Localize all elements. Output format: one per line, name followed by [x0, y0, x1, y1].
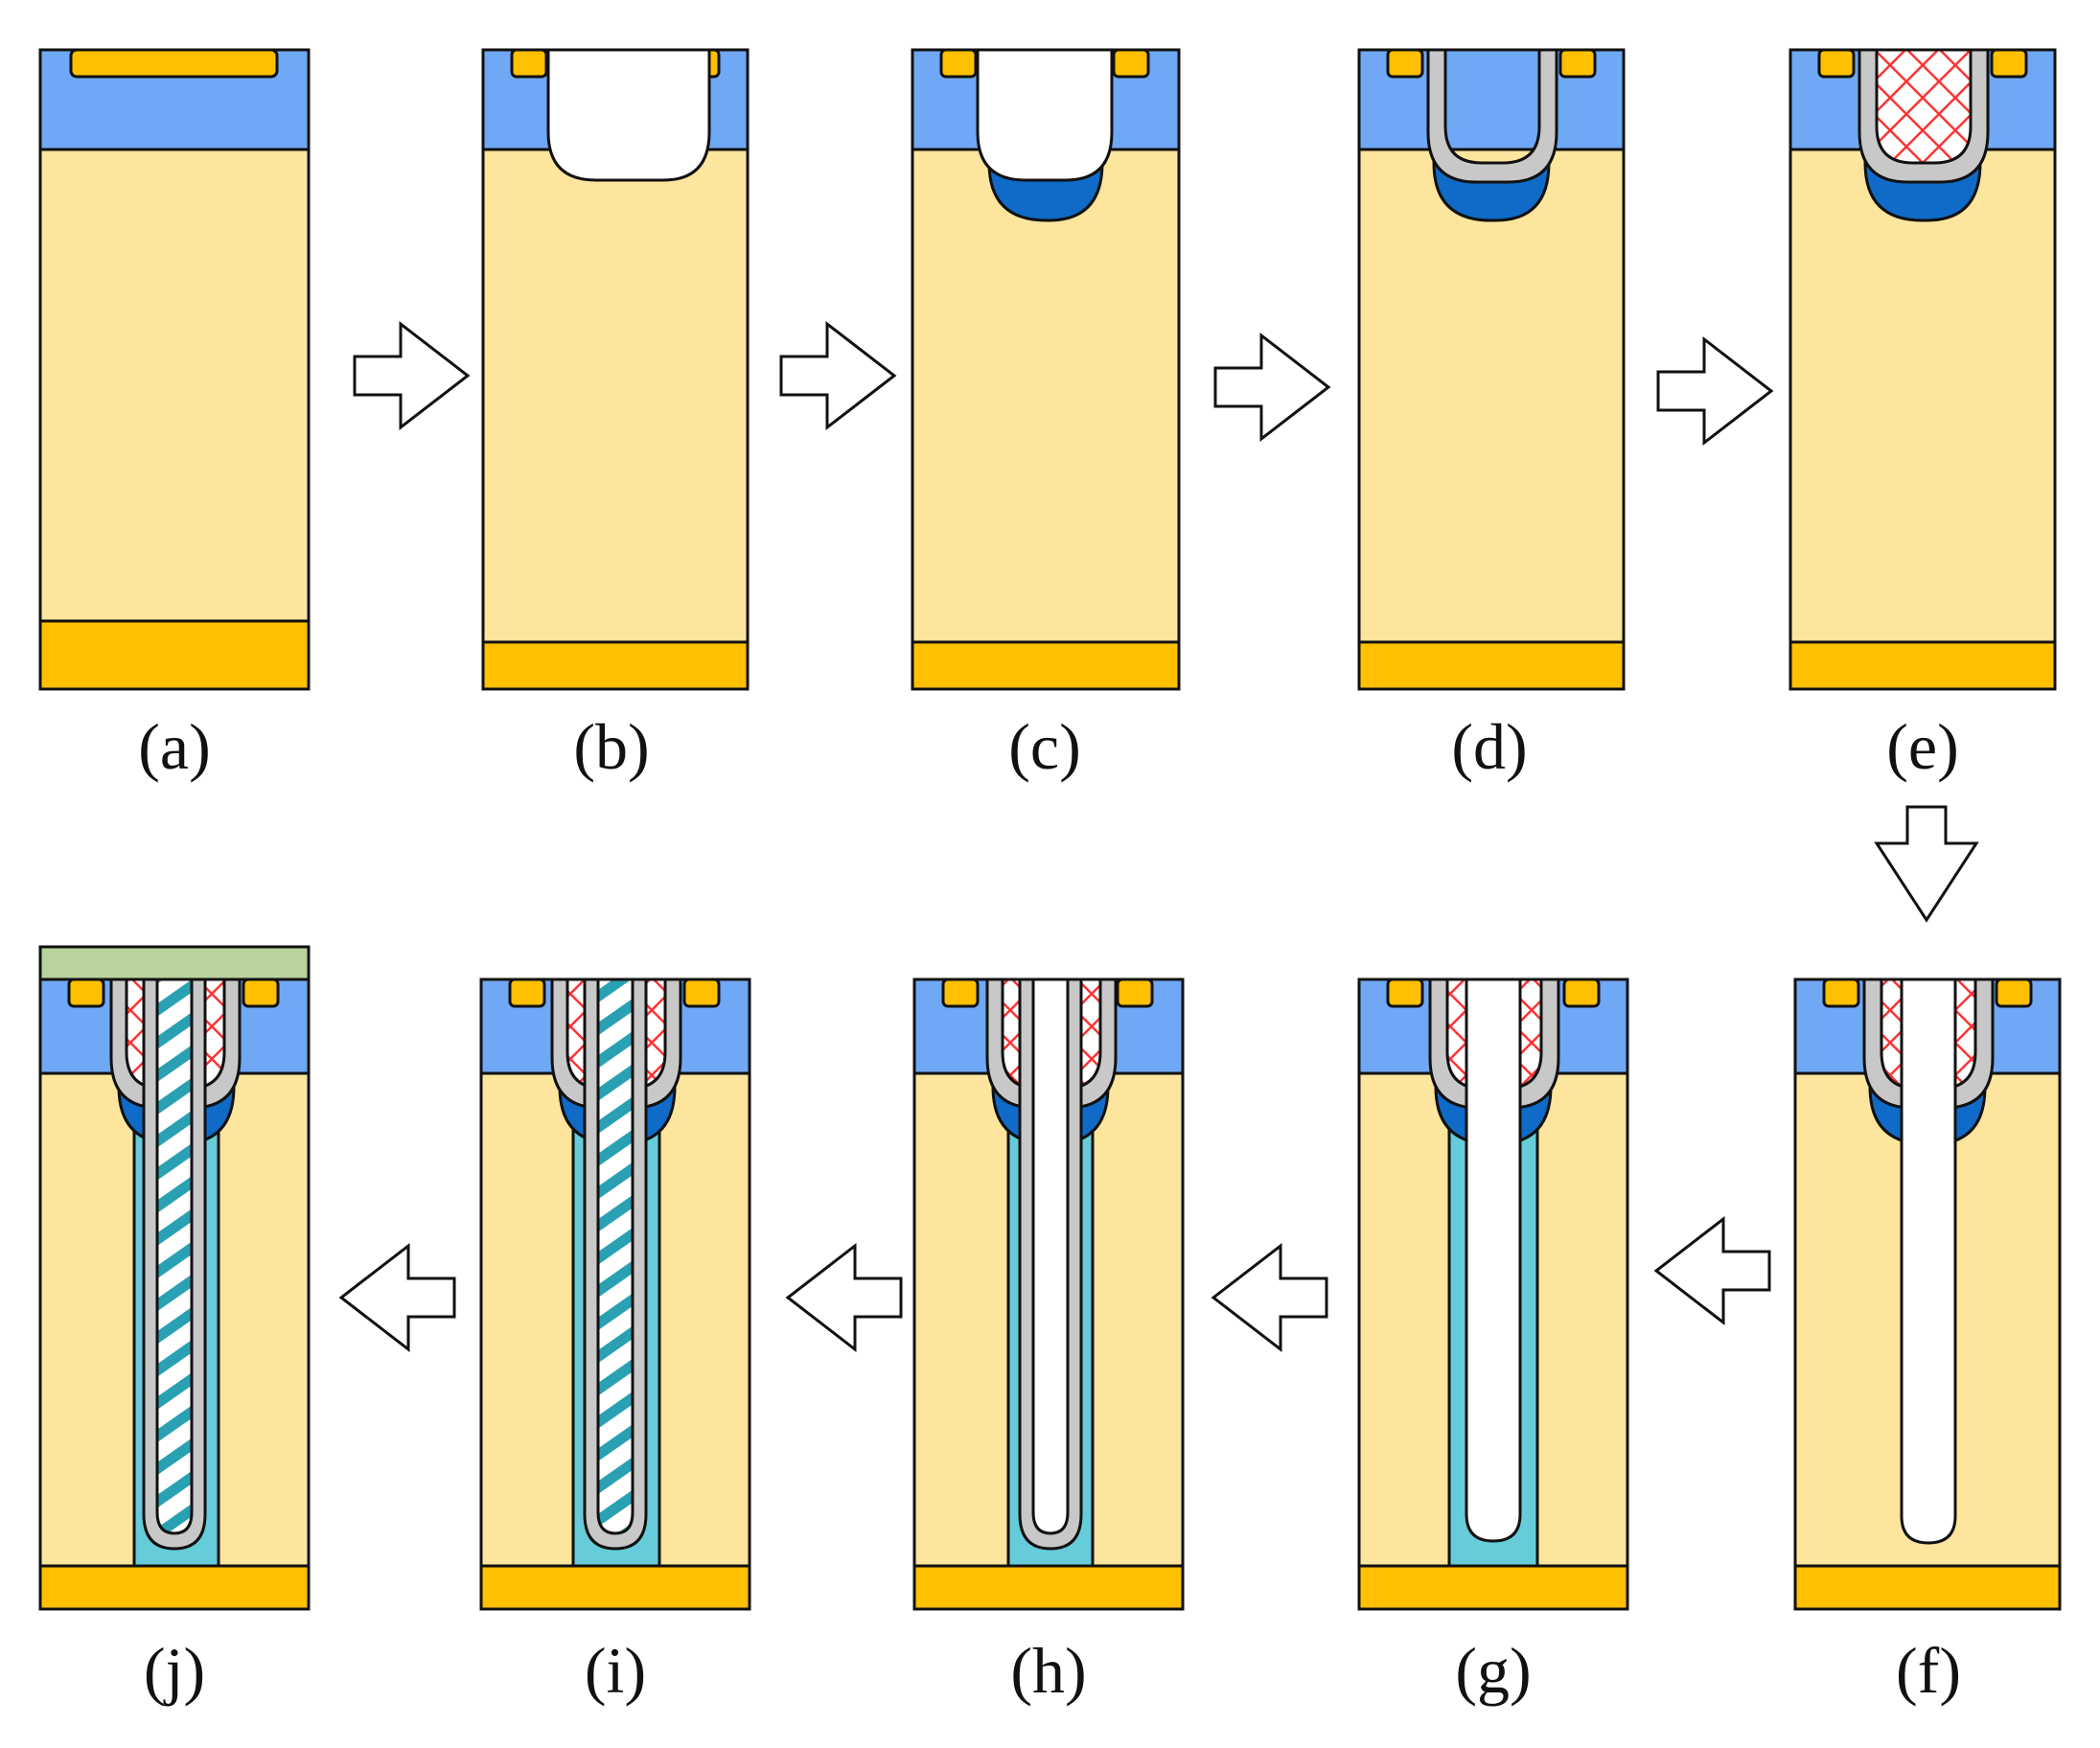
down-arrow-icon [1874, 805, 1979, 923]
poly-fill [1875, 48, 1973, 165]
panel-a [38, 48, 311, 691]
drain-metal [479, 1564, 751, 1611]
panel-j [38, 945, 311, 1611]
trench-conductor [155, 978, 194, 1535]
source-metal [1562, 978, 1601, 1008]
source-metal [1386, 978, 1424, 1008]
panel-b [481, 48, 750, 691]
drain-metal [912, 1564, 1185, 1611]
panel-e [1788, 48, 2057, 691]
deep-trench [1031, 978, 1070, 1535]
drain-metal [38, 619, 311, 691]
panel-label-h: (h) [1010, 1634, 1086, 1707]
drain-metal [481, 640, 750, 691]
panel-label-j: (j) [144, 1634, 205, 1707]
panel-g [1357, 978, 1629, 1611]
right-arrow-icon [353, 320, 471, 431]
right-arrow-icon [1213, 332, 1331, 443]
drain-metal [1357, 1564, 1629, 1611]
left-arrow-icon [1653, 1215, 1771, 1326]
drain-metal [911, 640, 1181, 691]
panel-label-b: (b) [573, 710, 649, 783]
drain-metal [38, 1564, 311, 1611]
etched-trench [976, 48, 1114, 182]
panel-label-a: (a) [138, 710, 210, 783]
source-metal [1558, 48, 1597, 79]
source-metal [1817, 48, 1856, 79]
panel-h [912, 978, 1185, 1611]
panel-label-f: (f) [1896, 1634, 1961, 1707]
source-metal [1386, 48, 1424, 79]
source-metal [1990, 48, 2028, 79]
source-metal [69, 48, 279, 79]
left-arrow-icon [338, 1242, 456, 1353]
trench-conductor [596, 978, 635, 1535]
source-metal [510, 48, 548, 79]
deep-trench [1465, 978, 1522, 1543]
source-metal [941, 978, 980, 1008]
source-metal [1822, 978, 1860, 1008]
source-metal [939, 48, 978, 79]
left-arrow-icon [1211, 1242, 1328, 1353]
right-arrow-icon [1656, 335, 1774, 447]
panel-f [1793, 978, 2062, 1611]
left-arrow-icon [785, 1242, 903, 1353]
drain-metal [1788, 640, 2057, 691]
panel-d [1357, 48, 1626, 691]
source-metal [242, 978, 280, 1008]
source-metal [682, 978, 721, 1008]
liner-oxide [1426, 48, 1558, 184]
panel-c [911, 48, 1181, 691]
panel-i [479, 978, 751, 1611]
right-arrow-icon [779, 320, 897, 431]
deep-trench [1900, 978, 1957, 1545]
panel-label-d: (d) [1451, 710, 1527, 783]
panel-label-c: (c) [1008, 710, 1080, 783]
source-metal [508, 978, 546, 1008]
source-metal [1116, 978, 1154, 1008]
panel-label-i: (i) [585, 1634, 646, 1707]
substrate [38, 48, 311, 691]
source-metal [1995, 978, 2033, 1008]
substrate [1357, 48, 1626, 691]
etched-trench [546, 48, 711, 182]
drain-metal [1357, 640, 1626, 691]
drain-metal [1793, 1564, 2062, 1611]
source-metal [1112, 48, 1150, 79]
source-metal [67, 978, 105, 1008]
panel-label-e: (e) [1886, 710, 1958, 783]
panel-label-g: (g) [1455, 1634, 1531, 1707]
top-metal-layer [38, 945, 311, 981]
